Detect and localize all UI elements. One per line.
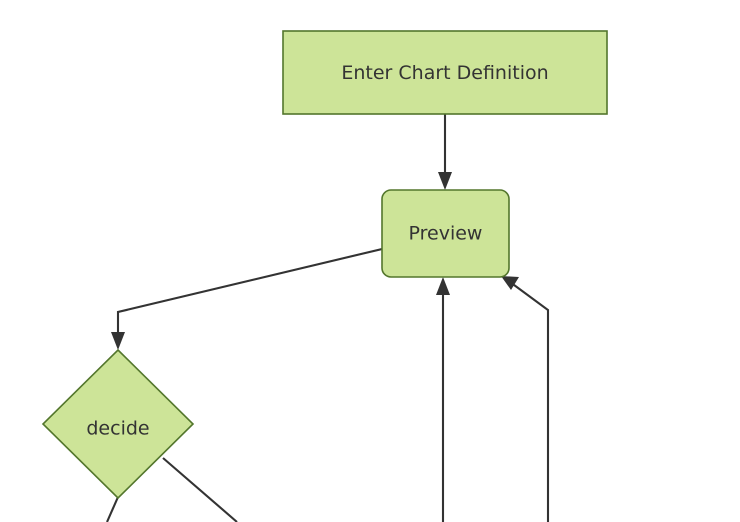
edge-decide-out-right	[162, 457, 238, 522]
node-label-enter-chart-definition: Enter Chart Definition	[341, 62, 548, 84]
arrowhead-icon	[436, 277, 450, 295]
node-rounded-rectangle-shape[interactable]	[381, 189, 510, 278]
edge-line	[509, 281, 550, 522]
edge-line	[162, 457, 238, 522]
node-label-preview: Preview	[409, 223, 483, 245]
node-label-decide: decide	[86, 418, 149, 440]
edge-preview-to-decide	[111, 247, 383, 350]
arrowhead-icon	[501, 276, 519, 290]
edge-enter-to-preview	[438, 114, 452, 190]
edge-return-right-to-preview	[501, 276, 550, 522]
node-enter-chart-definition[interactable]: Enter Chart Definition	[282, 30, 608, 115]
edge-line	[116, 247, 383, 341]
node-rectangle-shape[interactable]	[282, 30, 608, 115]
edge-line	[106, 496, 119, 522]
node-preview[interactable]: Preview	[381, 189, 510, 278]
node-decide[interactable]: decide	[41, 348, 195, 500]
node-diamond-shape[interactable]	[41, 348, 195, 500]
arrowhead-icon	[438, 172, 452, 190]
edge-return-center-to-preview	[436, 277, 450, 522]
arrowhead-icon	[111, 332, 125, 350]
edge-decide-out-left	[106, 496, 119, 522]
